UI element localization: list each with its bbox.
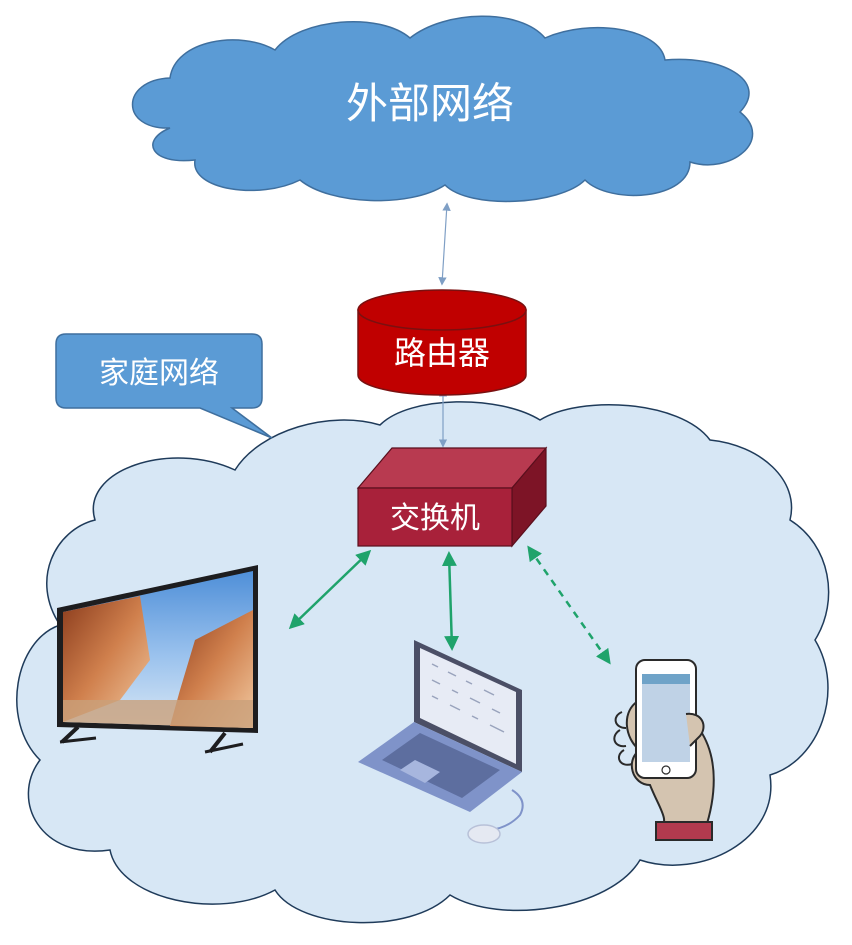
callout-shape (55, 333, 273, 439)
switch-front-face (357, 487, 513, 547)
external-network-label: 外部网络 (346, 79, 514, 128)
external-network-cloud: 外部网络 (131, 15, 754, 203)
laptop-screen (420, 648, 516, 764)
tv-leg-left-foot (59, 736, 97, 744)
phone-home-button (661, 765, 671, 775)
phone-status-bar (642, 674, 690, 684)
smartphone-icon (613, 659, 715, 841)
mouse-icon (467, 824, 501, 844)
switch-label: 交换机 (390, 501, 480, 536)
phone-screen (642, 674, 690, 762)
hand-fingers (613, 711, 633, 766)
router-node: 路由器 (357, 289, 527, 396)
tv-screen-floor (63, 700, 253, 728)
tv-icon (57, 565, 258, 754)
tv-leg-right (208, 731, 227, 754)
switch-node: 交换机 (356, 446, 548, 548)
laptop-screen-code (431, 663, 505, 733)
tv-leg-left (60, 725, 80, 744)
home-network-label: 家庭网络 (99, 356, 219, 391)
link-switch-tv (288, 549, 372, 630)
router-top (357, 289, 527, 331)
sleeve-cuff (655, 821, 713, 841)
laptop-icon (358, 640, 524, 844)
link-switch-phone (527, 545, 611, 665)
external-cloud-shape (131, 15, 754, 203)
laptop-keyboard (382, 733, 500, 798)
laptop-touchpad (400, 760, 440, 783)
link-external-router (438, 202, 451, 286)
link-switch-laptop (441, 551, 460, 651)
router-label: 路由器 (394, 334, 490, 372)
home-network-callout: 家庭网络 (55, 333, 273, 439)
hand-thumb (685, 712, 705, 747)
tv-leg-right-foot (204, 742, 244, 754)
mouse-cable (489, 789, 524, 831)
tv-screen-rock-left (63, 596, 150, 722)
tv-screen-rock-right (170, 610, 253, 728)
router-body (357, 309, 527, 396)
